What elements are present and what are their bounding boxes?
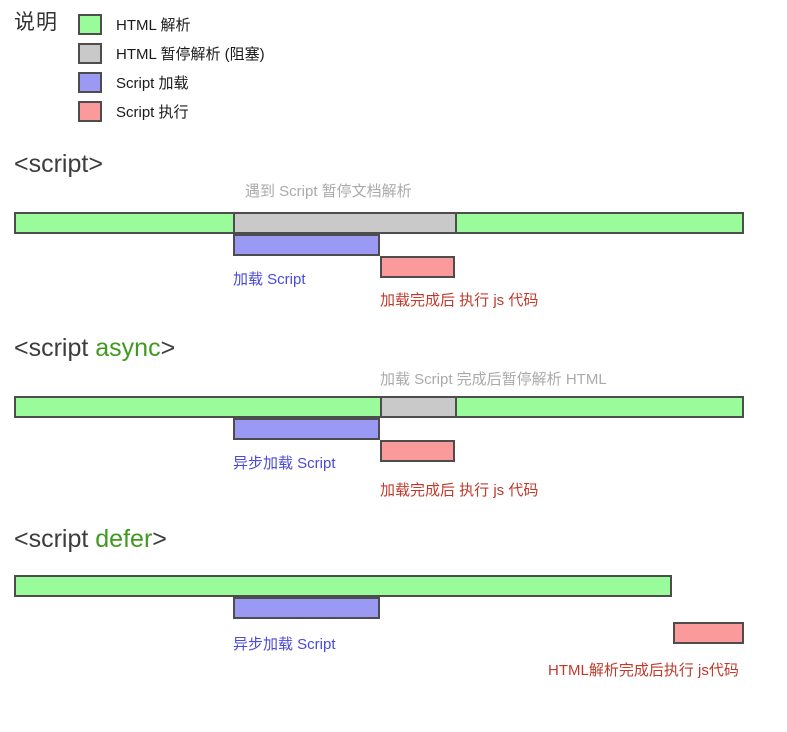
- caption-script-top: 遇到 Script 暂停文档解析: [245, 183, 412, 200]
- bar-script-load: [233, 234, 380, 256]
- legend-swatch-script-exec-icon: [78, 101, 102, 122]
- bar-script-async-exec: [380, 440, 455, 462]
- legend-swatch-script-load-icon: [78, 72, 102, 93]
- bar-script-html-parse-2: [455, 212, 744, 234]
- caption-script-async-top: 加载 Script 完成后暂停解析 HTML: [380, 371, 607, 388]
- legend-label-html-parse: HTML 解析: [116, 17, 191, 34]
- section-heading-script-async: <script async>: [14, 334, 175, 363]
- bar-script-defer-load: [233, 597, 380, 619]
- heading-prefix-script-async: <script: [14, 334, 96, 362]
- section-heading-script-defer: <script defer>: [14, 525, 167, 554]
- caption-script-async-exec: 加载完成后 执行 js 代码: [380, 482, 539, 499]
- bar-script-html-blocked: [233, 212, 457, 234]
- legend-list: HTML 解析 HTML 暂停解析 (阻塞) Script 加载 Script …: [78, 10, 265, 126]
- bar-script-exec: [380, 256, 455, 278]
- caption-script-defer-load: 异步加载 Script: [233, 636, 336, 653]
- bar-script-async-html-parse-2: [455, 396, 744, 418]
- heading-suffix-script-async: >: [160, 334, 176, 362]
- caption-script-load: 加载 Script: [233, 271, 306, 288]
- legend-item-html-blocked: HTML 暂停解析 (阻塞): [78, 39, 265, 68]
- legend-item-script-load: Script 加载: [78, 68, 265, 97]
- legend-title: 说明: [14, 11, 58, 34]
- section-heading-script: <script>: [14, 150, 103, 179]
- heading-prefix-script-defer: <script: [14, 525, 96, 553]
- bar-script-async-html-blocked: [380, 396, 457, 418]
- heading-suffix-script: >: [88, 150, 103, 178]
- heading-suffix-script-defer: >: [152, 525, 167, 553]
- legend-label-html-blocked: HTML 暂停解析 (阻塞): [116, 46, 265, 63]
- caption-script-async-load: 异步加载 Script: [233, 455, 336, 472]
- legend-item-script-exec: Script 执行: [78, 97, 265, 126]
- caption-script-defer-exec: HTML解析完成后执行 js代码: [548, 662, 739, 679]
- caption-script-exec: 加载完成后 执行 js 代码: [380, 292, 539, 309]
- bar-script-defer-html-parse: [14, 575, 672, 597]
- bar-script-html-parse-1: [14, 212, 235, 234]
- legend-label-script-exec: Script 执行: [116, 104, 189, 121]
- bar-script-async-load: [233, 418, 380, 440]
- legend-item-html-parse: HTML 解析: [78, 10, 265, 39]
- heading-keyword-script-async: async: [95, 334, 161, 362]
- bar-script-defer-exec: [673, 622, 744, 644]
- heading-keyword-script-defer: defer: [95, 525, 153, 553]
- bar-script-async-html-parse-1: [14, 396, 382, 418]
- legend-swatch-html-blocked-icon: [78, 43, 102, 64]
- legend-swatch-html-parse-icon: [78, 14, 102, 35]
- heading-prefix-script: <script: [14, 150, 89, 178]
- legend-label-script-load: Script 加载: [116, 75, 189, 92]
